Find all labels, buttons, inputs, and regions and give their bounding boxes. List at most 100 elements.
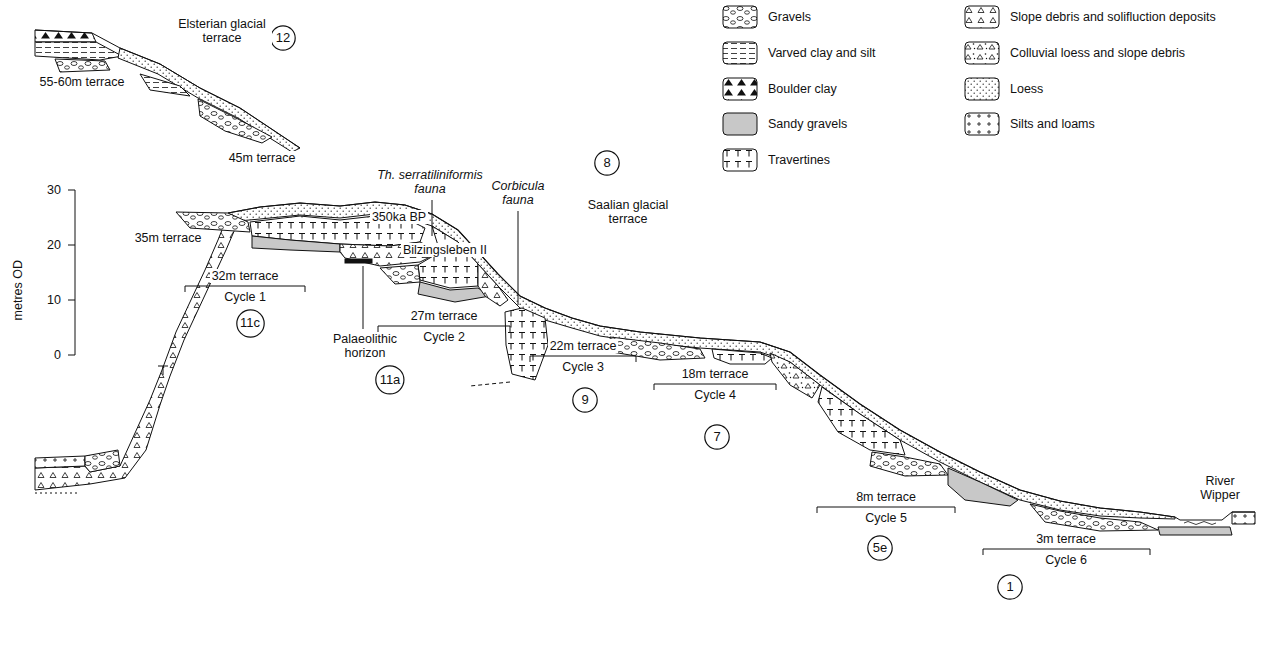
travertine-deposit (712, 349, 772, 364)
loess-deposit (228, 202, 1175, 519)
leader-line (518, 211, 519, 305)
circle-outline (998, 575, 1022, 599)
colluvial-loess (770, 353, 820, 398)
leader-line (432, 200, 433, 236)
river-bank (1175, 512, 1255, 520)
legend-label: Slope debris and solifluction deposits (1010, 10, 1216, 24)
height-axis (68, 190, 75, 355)
stage-number: 9 (581, 393, 588, 407)
legend-swatch (723, 78, 757, 100)
axis-line (75, 190, 76, 355)
cycle-label: Cycle 5 (863, 511, 909, 525)
gravel-deposit (176, 212, 250, 232)
legend-swatch (965, 113, 999, 135)
loess-deposit (118, 48, 300, 152)
legend-swatch (964, 5, 1000, 29)
terrace-label: 55-60m terrace (38, 75, 127, 89)
stage-number: 11a (380, 373, 401, 387)
silts-loams (1232, 512, 1255, 524)
river-water (1184, 522, 1216, 525)
stage-number: 1 (1006, 580, 1013, 594)
stage-number: 7 (713, 430, 720, 444)
stage-number: 12 (276, 31, 290, 45)
leader-lines (363, 200, 518, 329)
circle-outline (705, 425, 729, 449)
gravel-deposit (380, 265, 420, 284)
base-line (35, 493, 80, 494)
legend-label: Colluvial loess and slope debris (1010, 46, 1185, 60)
legend-swatch (965, 6, 999, 28)
varved-clay (35, 42, 122, 60)
fauna-label: Th. serratiliniformis fauna (361, 168, 500, 197)
legend-swatch (722, 112, 758, 136)
river-label: River Wipper (1190, 474, 1250, 503)
stage-circle: 9 (572, 387, 598, 413)
legend-swatch (965, 78, 999, 100)
legend-swatch (723, 42, 757, 64)
stage-circle: 12 (270, 25, 296, 51)
terrace-label: 3m terrace (1034, 532, 1098, 546)
legend-label: Loess (1010, 82, 1043, 96)
cycle-label: Cycle 3 (560, 360, 606, 374)
legend-label: Silts and loams (1010, 117, 1095, 131)
terrace-label: 35m terrace (133, 231, 204, 245)
stage-number: 11c (240, 316, 260, 330)
axis-tick-label: 10 (45, 293, 63, 307)
terrace-brackets (185, 286, 1150, 555)
terrace-label: 27m terrace (409, 309, 480, 323)
stage-number: 5e (873, 541, 887, 555)
elsterian-inset (35, 30, 300, 152)
palaeolithic-horizon-bar (345, 259, 372, 263)
axis-ticks (68, 190, 75, 355)
slope-debris (478, 264, 508, 306)
circle-outline (868, 536, 892, 560)
axis-tick-label: 0 (52, 348, 63, 362)
circle-outline (236, 309, 263, 336)
terrace-label: 22m terrace (548, 339, 619, 353)
terrace-label: 8m terrace (854, 490, 918, 504)
legend-swatch (964, 77, 1000, 101)
legend-label: Sandy gravels (768, 117, 847, 131)
circle-outline (595, 151, 619, 175)
gravel-deposit (870, 452, 948, 476)
legend-swatch (723, 6, 757, 28)
axis-tick-label: 20 (45, 238, 63, 252)
horizon-label: Palaeolithic horizon (321, 332, 410, 361)
circle-outline (271, 26, 295, 50)
legend-swatch (722, 41, 758, 65)
silts-loams (35, 456, 85, 468)
sandy-gravels (252, 236, 340, 252)
terrace-label: 32m terrace (210, 269, 281, 283)
axis-title: metres OD (11, 258, 25, 322)
legend-label: Boulder clay (768, 82, 837, 96)
main-section (35, 202, 1255, 535)
terrace-label: 18m terrace (680, 367, 751, 381)
gravel-deposit (1030, 504, 1158, 531)
legend-swatch (723, 113, 757, 135)
legend-label: Gravels (768, 10, 811, 24)
ground-surface (35, 30, 300, 148)
stage-circle: 11c (236, 309, 265, 338)
cycle-label: Cycle 1 (222, 290, 268, 304)
terrace-label: Saalian glacial terrace (571, 198, 685, 227)
cycle-label: Cycle 2 (421, 330, 467, 344)
circle-outline (573, 388, 597, 412)
travertine-deposit (505, 308, 548, 380)
gravel-deposit (610, 337, 705, 360)
stage-circle: 8 (594, 150, 620, 176)
travertine-deposit (818, 387, 905, 455)
stage-circle: 5e (867, 535, 893, 561)
travertine-mark (158, 366, 168, 375)
legend-swatch (722, 148, 758, 172)
gravel-deposit (85, 450, 120, 472)
legend-swatch (964, 41, 1000, 65)
base-line (470, 382, 510, 386)
legend-swatch (723, 149, 757, 171)
leader-line (363, 266, 364, 329)
gravel-deposit (55, 59, 110, 72)
circle-outline (376, 366, 404, 394)
cycle-label: Cycle 6 (1043, 553, 1089, 567)
slope-debris (35, 215, 238, 490)
date-label: 350ka BP (370, 210, 428, 224)
